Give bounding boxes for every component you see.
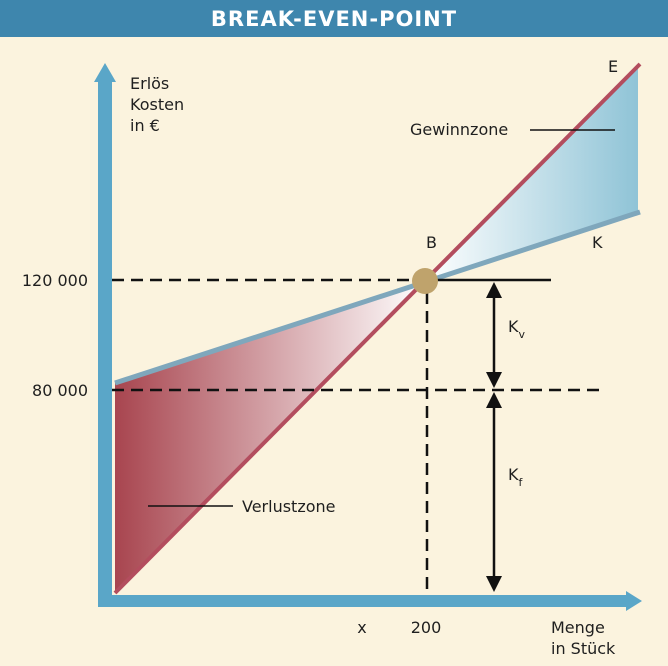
fixed-costs-label: Kf bbox=[508, 465, 524, 489]
loss-zone-label: Verlustzone bbox=[242, 497, 336, 516]
x-tick-value: 200 bbox=[411, 618, 442, 637]
fixed-costs-main: K bbox=[508, 465, 519, 484]
revenue-line-label: E bbox=[608, 57, 618, 76]
x-axis-arrow bbox=[626, 591, 642, 611]
variable-costs-label: Kv bbox=[508, 317, 526, 341]
y-axis-label-line-3: in € bbox=[130, 116, 160, 135]
y-axis-arrow bbox=[94, 63, 116, 82]
variable-costs-arrow-top bbox=[486, 282, 502, 298]
fixed-costs-arrow-bottom bbox=[486, 576, 502, 592]
x-tick-symbol: x bbox=[357, 618, 366, 637]
y-tick-low: 80 000 bbox=[32, 381, 88, 400]
profit-zone-label: Gewinnzone bbox=[410, 120, 508, 139]
variable-costs-arrow-bottom bbox=[486, 372, 502, 388]
header-bar: BREAK-EVEN-POINT bbox=[0, 0, 668, 37]
variable-costs-main: K bbox=[508, 317, 519, 336]
break-even-point bbox=[412, 268, 438, 294]
variable-costs-subscript: v bbox=[519, 328, 526, 341]
cost-line bbox=[114, 209, 641, 386]
fixed-costs-arrow-top bbox=[486, 392, 502, 408]
revenue-line bbox=[113, 62, 642, 595]
x-axis-label-line-2: in Stück bbox=[551, 639, 616, 658]
cost-line-label: K bbox=[592, 233, 603, 252]
break-even-label: B bbox=[426, 233, 437, 252]
x-axis-label-line-1: Menge bbox=[551, 618, 605, 637]
page-title: BREAK-EVEN-POINT bbox=[210, 6, 458, 31]
fixed-costs-subscript: f bbox=[519, 476, 524, 489]
y-axis-label-line-1: Erlös bbox=[130, 74, 169, 93]
y-axis-label-line-2: Kosten bbox=[130, 95, 184, 114]
y-tick-high: 120 000 bbox=[22, 271, 88, 290]
